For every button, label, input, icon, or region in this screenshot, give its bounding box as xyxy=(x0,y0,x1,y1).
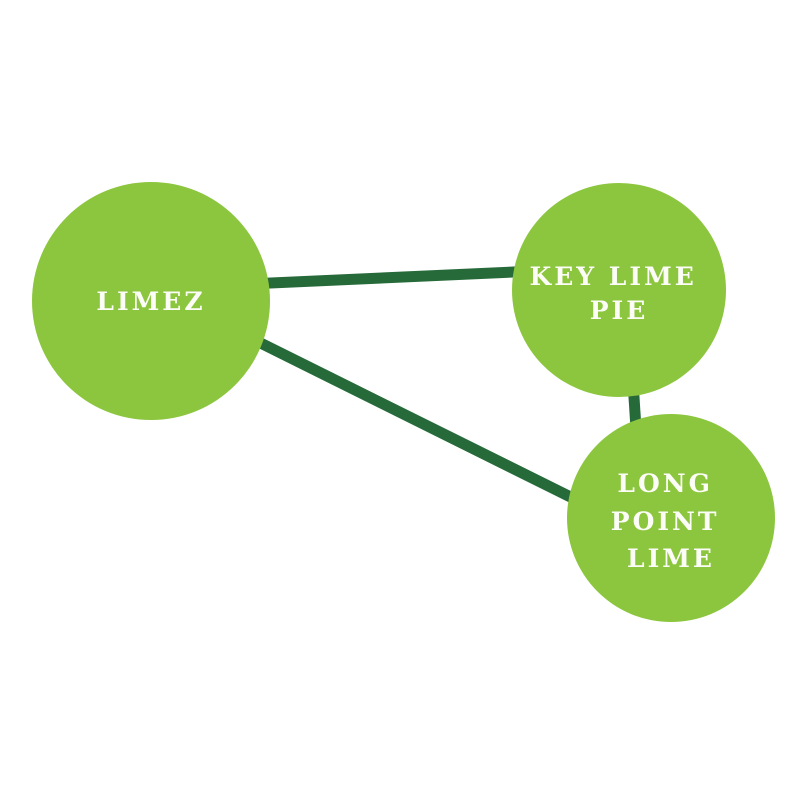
node-key-lime-pie-group: KEY LIME PIE xyxy=(512,183,726,397)
node-long-point-lime-label-line-2: POINT xyxy=(611,507,720,536)
node-long-point-lime[interactable] xyxy=(567,414,775,622)
node-long-point-lime-label-line-3: LIME xyxy=(627,544,715,573)
node-limez-group: LIMEZ xyxy=(32,182,270,420)
node-key-lime-pie[interactable] xyxy=(512,183,726,397)
node-long-point-lime-label: LONG POINT LIME xyxy=(611,469,731,573)
node-key-lime-pie-label: KEY LIME PIE xyxy=(529,262,708,325)
node-long-point-lime-group: LONG POINT LIME xyxy=(567,414,775,622)
edge-limez-long-point-lime xyxy=(187,303,638,534)
node-limez-label-line-1: LIMEZ xyxy=(96,287,205,316)
node-limez-label: LIMEZ xyxy=(96,287,205,316)
node-long-point-lime-label-line-1: LONG xyxy=(617,469,713,498)
node-key-lime-pie-label-line-1: KEY LIME xyxy=(529,262,696,291)
node-limez[interactable] xyxy=(32,182,270,420)
node-key-lime-pie-label-line-2: PIE xyxy=(590,296,649,325)
node-layer: LIMEZ KEY LIME PIE LONG POINT LIME xyxy=(32,182,775,622)
